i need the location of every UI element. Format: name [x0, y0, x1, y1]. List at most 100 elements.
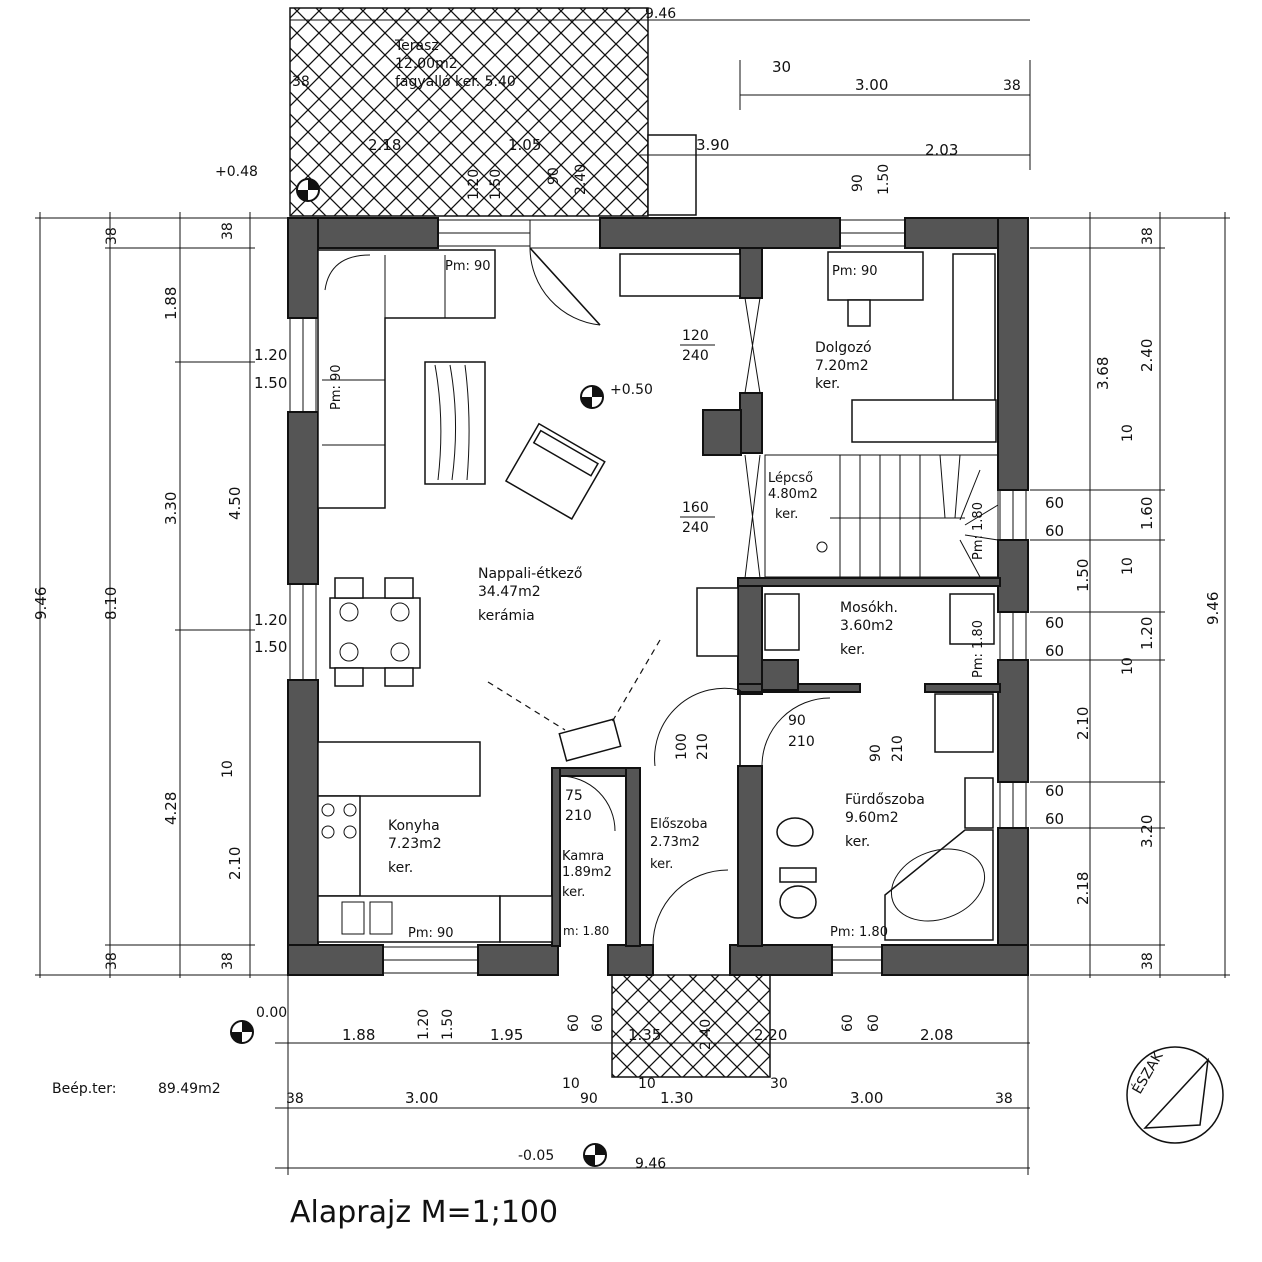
built-area-value: 89.49m2: [158, 1081, 221, 1097]
dim-right-218: 2.18: [1074, 872, 1092, 905]
door-210b: 210: [788, 734, 815, 750]
dim-left-38d: 38: [220, 952, 236, 970]
dim-right-320: 3.20: [1138, 815, 1156, 848]
hall-floor-label: ker.: [650, 857, 673, 872]
study-name: Dolgozó: [815, 340, 872, 356]
door-100: 100: [674, 733, 690, 760]
dim-bottom-90: 90: [580, 1091, 598, 1107]
laundry-area-label: 3.60m2: [840, 618, 894, 634]
north-arrow: [1126, 1046, 1224, 1144]
dim-bottom-38b: 38: [995, 1091, 1013, 1107]
pm-label-laundry: Pm: 1.80: [971, 620, 986, 678]
dim-bottom-30: 30: [770, 1076, 788, 1092]
dim-bottom-150: 1.50: [440, 1009, 456, 1040]
dim-left-total: 9.46: [32, 587, 50, 620]
bath-area-label: 9.60m2: [845, 810, 899, 826]
stair-name: Lépcső: [768, 471, 813, 486]
dim-terrace-38: 38: [292, 74, 310, 90]
level-labels: +0.48 +0.50 0.00 -0.05: [215, 164, 653, 1164]
dim-left-120b: 1.20: [254, 611, 287, 629]
study-area-label: 7.20m2: [815, 358, 869, 374]
level-ground: 0.00: [256, 1005, 287, 1021]
dim-left-450: 4.50: [226, 487, 244, 520]
door-90: 90: [788, 713, 806, 729]
dim-left-38a: 38: [104, 227, 120, 245]
dim-bottom-10b: 10: [638, 1076, 656, 1092]
pm-label-stair: Pm: 1.80: [971, 502, 986, 560]
dim-top-total: 9.46: [645, 6, 676, 22]
dim-left-810: 8.10: [102, 587, 120, 620]
level-entrance: -0.05: [518, 1148, 554, 1164]
dim-bottom-60d: 60: [866, 1014, 882, 1032]
dim-left-188: 1.88: [162, 287, 180, 320]
pm-label-living-left: Pm: 90: [329, 364, 344, 410]
level-living: +0.50: [610, 382, 653, 398]
dim-bottom-195: 1.95: [490, 1026, 523, 1044]
laundry-name: Mosókh.: [840, 600, 898, 616]
dim-bottom-38a: 38: [286, 1091, 304, 1107]
inner-walls: [551, 247, 1001, 947]
pantry-name: Kamra: [562, 849, 604, 864]
kitchen-furniture: [317, 795, 553, 943]
dim-terrace-105: 1.05: [508, 136, 541, 154]
stair-area-label: 4.80m2: [768, 487, 818, 502]
dim-right-10b: 10: [1120, 557, 1136, 575]
dim-bottom-120: 1.20: [416, 1009, 432, 1040]
terrace-area: [289, 7, 649, 217]
dimension-lines: [35, 19, 1230, 1175]
level-markers: [230, 178, 607, 1167]
dim-bottom-240: 2.40: [698, 1019, 714, 1050]
page-title: Alaprajz M=1;100: [290, 1195, 558, 1230]
pm-label-study: Pm: 90: [832, 264, 878, 279]
living-area-label: 34.47m2: [478, 584, 541, 600]
bath-floor-label: ker.: [845, 834, 870, 850]
dim-left-150a: 1.50: [254, 374, 287, 392]
dim-bottom-220: 2.20: [754, 1026, 787, 1044]
dim-bottom-300a: 3.00: [405, 1089, 438, 1107]
terrace-floor-label: fagyálló ker. 5.40: [395, 74, 516, 90]
kitchen-floor-label: ker.: [388, 860, 413, 876]
living-floor-label: kerámia: [478, 608, 535, 624]
opening-marks: Pm: 90 Pm: 90 Pm: 90 Pm: 1.80 m: 1.80 Pm…: [329, 259, 986, 941]
dim-terrace-218: 2.18: [368, 136, 401, 154]
dimension-texts: 9.46 30 3.00 38 38 3.90 2.03 2.18 1.05 1…: [32, 6, 1222, 1172]
dim-top-300: 3.00: [855, 76, 888, 94]
dim-right-240: 2.40: [1138, 339, 1156, 372]
dim-bottom-10a: 10: [562, 1076, 580, 1092]
door-75: 75: [565, 788, 583, 804]
opening-160: 160: [682, 500, 709, 516]
dim-left-38b: 38: [104, 952, 120, 970]
dim-right-total: 9.46: [1204, 592, 1222, 625]
dim-bottom-total: 9.46: [635, 1156, 666, 1172]
pantry-floor-label: ker.: [562, 885, 585, 900]
kitchen-name: Konyha: [388, 818, 440, 834]
dim-right-150: 1.50: [1074, 559, 1092, 592]
entrance-step: [611, 974, 771, 1078]
hall-area-label: 2.73m2: [650, 835, 700, 850]
kitchen-area-label: 7.23m2: [388, 836, 442, 852]
dim-top-390: 3.90: [696, 136, 729, 154]
dim-left-428: 4.28: [162, 792, 180, 825]
door-90b: 90: [868, 744, 884, 762]
dim-bottom-208: 2.08: [920, 1026, 953, 1044]
dim-right-60b: 60: [1045, 522, 1064, 540]
living-name: Nappali-étkező: [478, 566, 582, 582]
bath-name: Fürdőszoba: [845, 792, 925, 808]
stair-floor-label: ker.: [775, 507, 798, 522]
dim-terrace-120: 1.20: [466, 169, 482, 200]
dim-bottom-60a: 60: [566, 1014, 582, 1032]
dim-left-210: 2.10: [226, 847, 244, 880]
dim-left-10: 10: [220, 760, 236, 778]
dim-left-330: 3.30: [162, 492, 180, 525]
dim-right-210: 2.10: [1074, 707, 1092, 740]
pm-label-kitchen: Pm: 90: [408, 926, 454, 941]
dim-study-90: 90: [850, 174, 866, 192]
dim-right-60c: 60: [1045, 614, 1064, 632]
dim-left-38c: 38: [220, 222, 236, 240]
study-floor-label: ker.: [815, 376, 840, 392]
door-210d: 210: [565, 808, 592, 824]
hall-name: Előszoba: [650, 817, 708, 832]
dim-bottom-60c: 60: [840, 1014, 856, 1032]
terrace-area-label: 12.00m2: [395, 56, 458, 72]
